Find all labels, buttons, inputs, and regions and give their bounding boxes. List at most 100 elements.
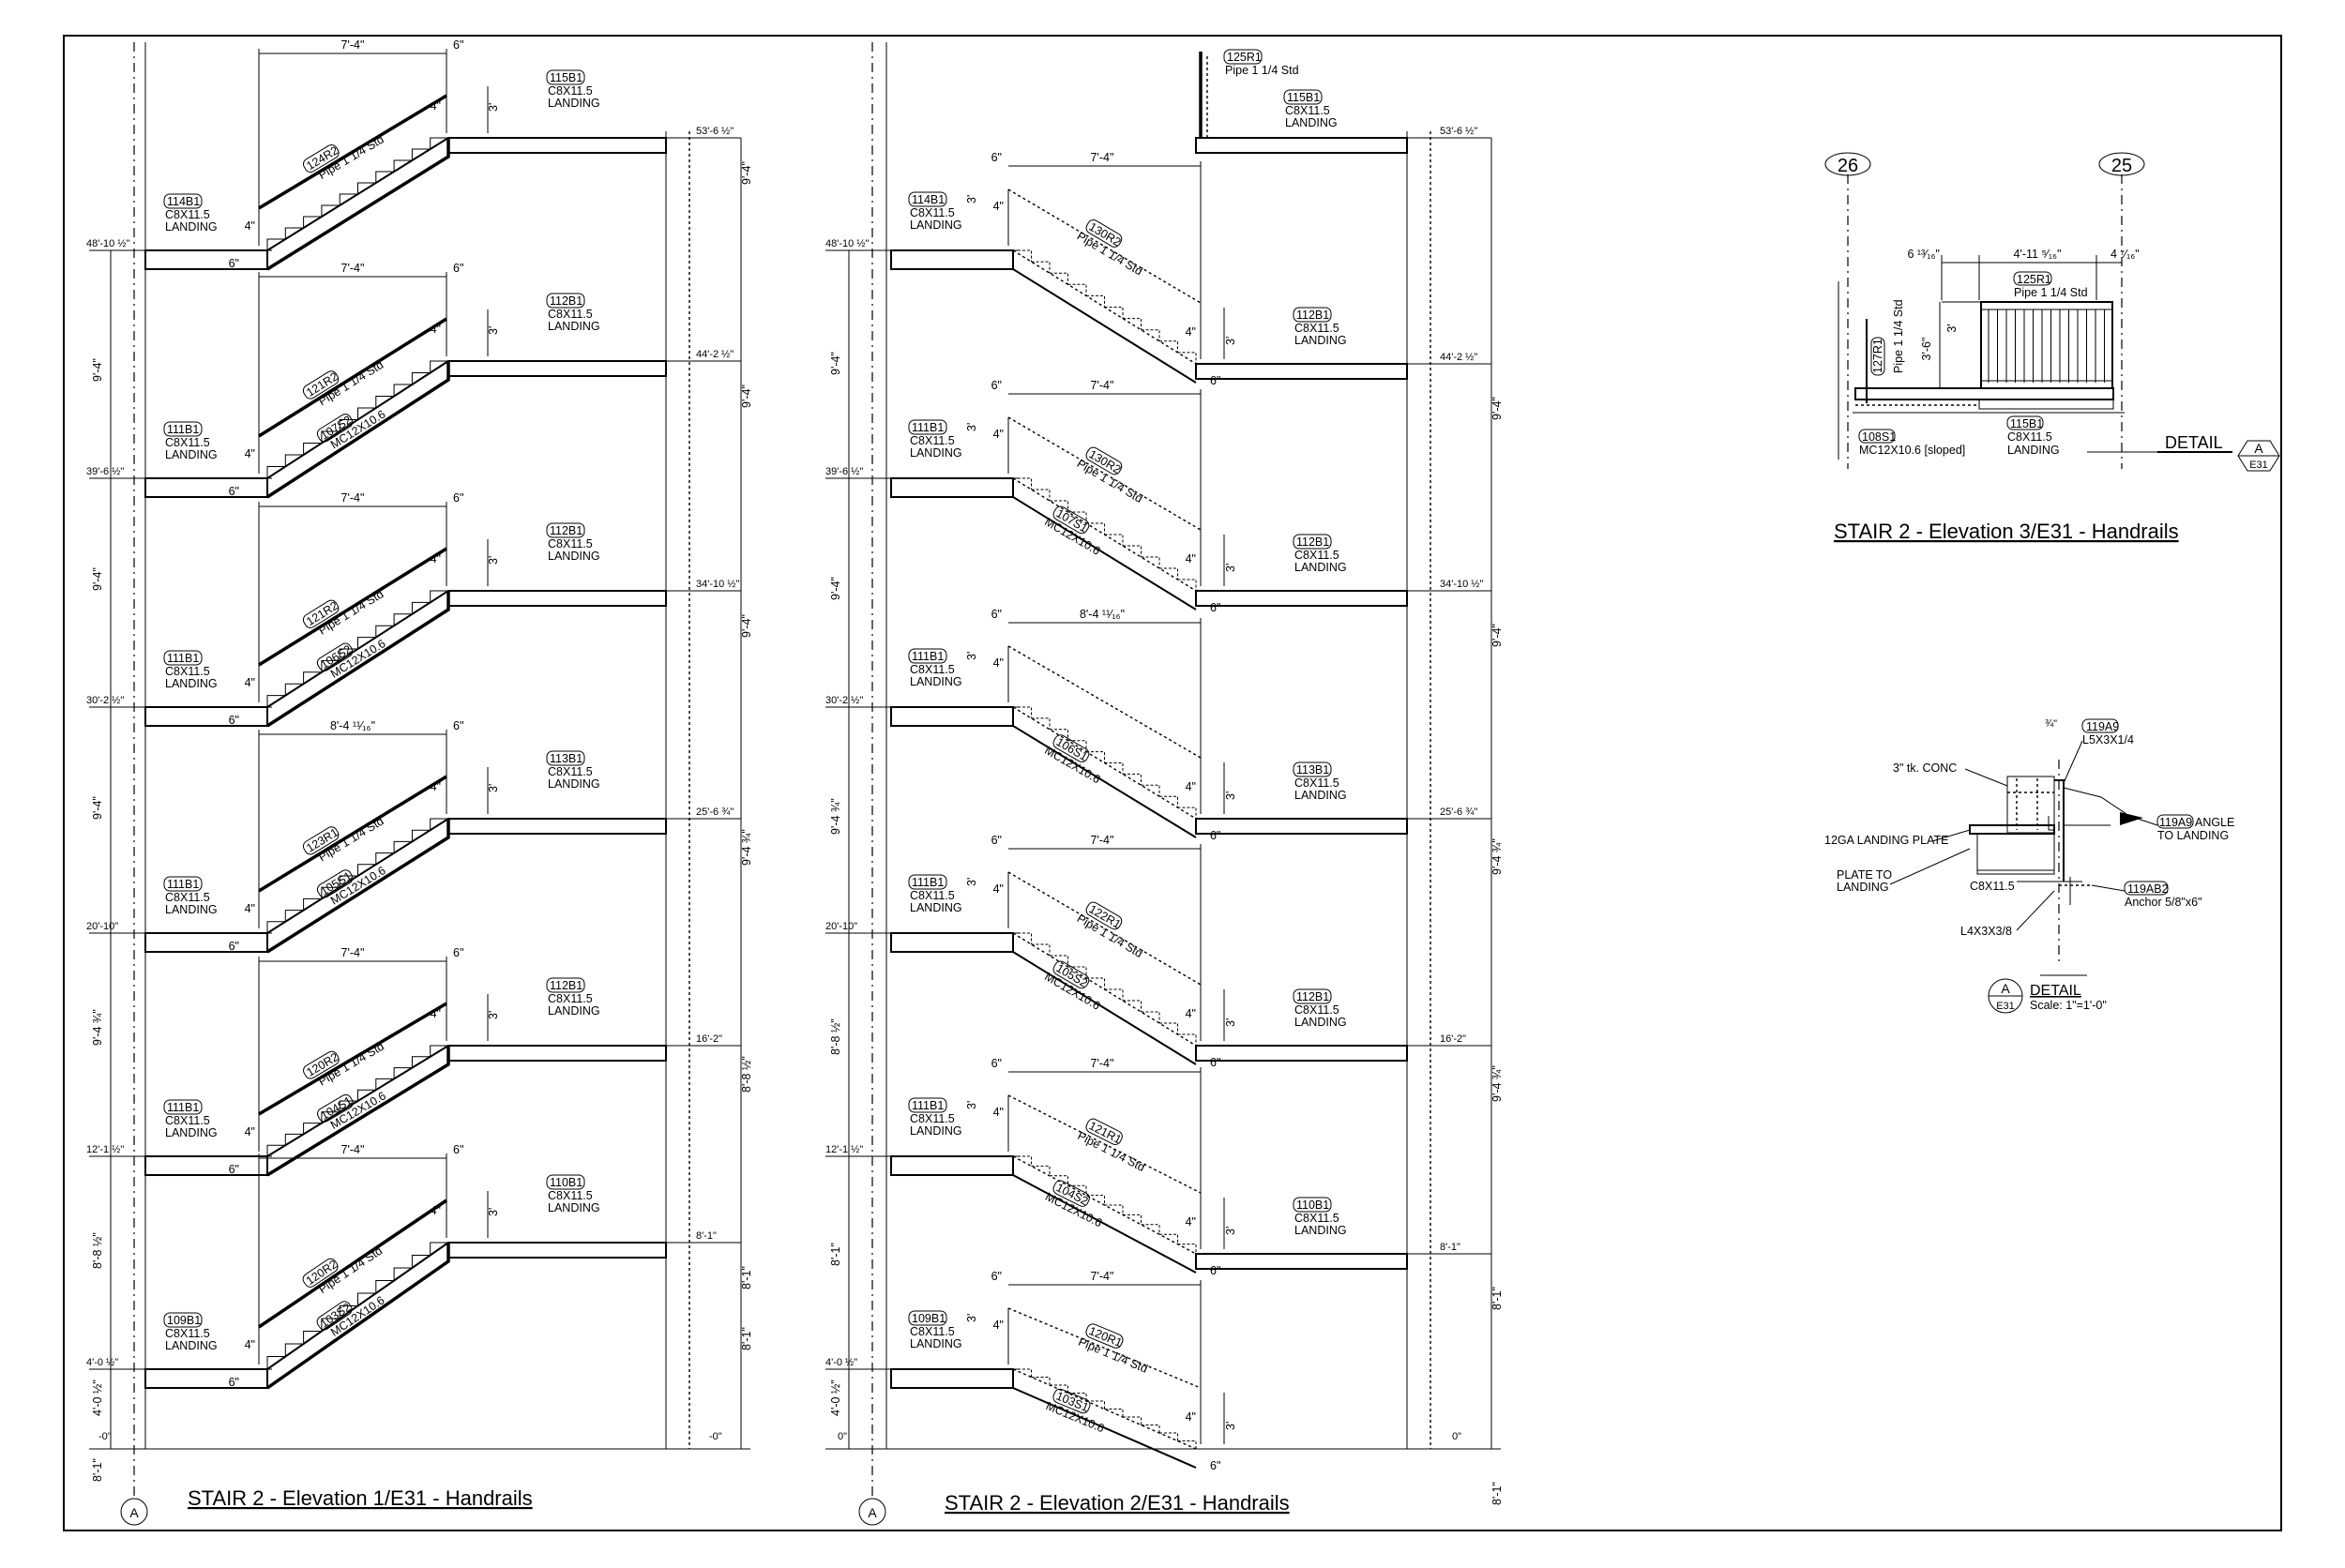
handrail bbox=[258, 547, 447, 667]
four-dim-right: 4" bbox=[1186, 780, 1196, 793]
four-dim-right: 4" bbox=[1186, 552, 1196, 565]
flight-2: 39'-6 ½"34'-10 ½"112B1C8X11.5LANDING7'-4… bbox=[825, 379, 1504, 647]
story-dim-left: 8'-8 ½" bbox=[91, 1232, 104, 1269]
handrail bbox=[258, 94, 447, 210]
stringer bbox=[1012, 478, 1197, 611]
four-dim: 4" bbox=[245, 1338, 255, 1351]
height-dim: 3' bbox=[1224, 337, 1237, 345]
grid-25: 25 bbox=[2111, 156, 2132, 176]
bottom-landing bbox=[144, 249, 268, 270]
landing-channel: C8X11.5 bbox=[1294, 1003, 1339, 1017]
stringer bbox=[1012, 1156, 1197, 1274]
right-landing bbox=[1195, 363, 1408, 380]
tag-outline bbox=[1085, 219, 1123, 248]
four-dim: 4" bbox=[245, 219, 255, 233]
tag-outline bbox=[1085, 1118, 1123, 1145]
landing-word: LANDING bbox=[1294, 789, 1347, 802]
detail-callout-sheet: E31 bbox=[2249, 460, 2268, 471]
right-elev: 34'-10 ½" bbox=[1440, 579, 1483, 590]
flight-3: 30'-2 ½"25'-6 ¾"113B1C8X11.5LANDING8'-4 … bbox=[825, 608, 1504, 875]
top-landing bbox=[447, 818, 667, 835]
six-dim: 6" bbox=[991, 379, 1002, 392]
top-elev: 34'-10 ½" bbox=[696, 579, 739, 590]
concrete-note: 3" tk. CONC bbox=[1893, 761, 1957, 775]
landing-channel: C8X11.5 bbox=[548, 84, 593, 98]
six-dim-bottom: 6" bbox=[229, 714, 239, 727]
six-dim-bottom: 6" bbox=[1210, 829, 1220, 842]
grid-label: A bbox=[868, 1505, 877, 1520]
tag-outline bbox=[908, 419, 947, 435]
height-dim-left: 3' bbox=[965, 1314, 978, 1322]
stair-steps bbox=[266, 818, 448, 933]
run-dim-text: 7'-4" bbox=[341, 38, 365, 52]
tag-outline bbox=[303, 1050, 340, 1079]
tag-outline bbox=[302, 599, 340, 628]
landing-channel: C8X11.5 bbox=[548, 537, 593, 550]
six-dim-bottom: 6" bbox=[1210, 1056, 1220, 1069]
tag-text: 109B1 bbox=[167, 1314, 201, 1327]
tag-outline bbox=[302, 826, 340, 855]
tag-text: 112B1 bbox=[1296, 990, 1329, 1003]
run-dim-text: 8'-4 ¹¹⁄₁₆" bbox=[1080, 608, 1125, 621]
left-landing bbox=[890, 477, 1014, 498]
top-landing bbox=[447, 360, 667, 377]
elevation-3: 26 25 6 ¹³⁄₁₆" 4'-11 ⁵⁄₁₆" 4 ⁷⁄₁₆" 125R1… bbox=[1824, 152, 2280, 543]
right-elev: 25'-6 ¾" bbox=[1440, 807, 1477, 818]
run-dim-text: 7'-4" bbox=[341, 491, 365, 505]
landing-channel: C8X11.5 bbox=[548, 992, 593, 1005]
landing-channel: C8X11.5 bbox=[165, 436, 210, 449]
tag-text: 113B1 bbox=[550, 752, 582, 765]
detail-a: 3" tk. CONC 119A9 L5X3X1/4 ¾" 12GA LANDI… bbox=[1824, 718, 2234, 1014]
dim-mid: 4'-11 ⁵⁄₁₆" bbox=[2014, 248, 2062, 261]
right-landing bbox=[1195, 1253, 1408, 1270]
six-dim: 6" bbox=[991, 1057, 1002, 1070]
landing-word: LANDING bbox=[2007, 444, 2060, 457]
four-dim: 4" bbox=[993, 882, 1004, 896]
height-dim: 3' bbox=[1224, 1227, 1237, 1235]
left-landing bbox=[890, 249, 1014, 270]
run-dim-text: 7'-4" bbox=[1091, 834, 1114, 847]
plate-note: 12GA LANDING PLATE bbox=[1824, 834, 1948, 847]
landing-word: LANDING bbox=[910, 1337, 962, 1350]
story-dim-right: 9'-4" bbox=[740, 384, 753, 408]
plate-to-note: PLATE TO bbox=[1837, 868, 1892, 882]
stringer bbox=[1012, 250, 1197, 384]
height-dim: 3' bbox=[1224, 1422, 1237, 1430]
story-dim-left: 9'-4" bbox=[829, 577, 842, 600]
four-dim: 4" bbox=[993, 200, 1004, 213]
tag-text: 111B1 bbox=[912, 876, 944, 889]
tag-text: 109B1 bbox=[912, 1312, 946, 1325]
stair-steps bbox=[266, 1045, 448, 1156]
story-dim-right: 8'-1" bbox=[740, 1266, 753, 1289]
story-dim-left: 9'-4" bbox=[91, 796, 104, 820]
sheet-border bbox=[63, 35, 2282, 1531]
right-landing bbox=[1195, 818, 1408, 835]
four-dim-top: 4" bbox=[431, 323, 441, 336]
flight-1: 48'-10 ½"44'-2 ½"112B1C8X11.5LANDING7'-4… bbox=[825, 151, 1504, 420]
bottom-elev: 0" bbox=[838, 1431, 847, 1442]
six-dim-bottom: 6" bbox=[1210, 374, 1220, 387]
story-dim-left: 8'-1" bbox=[91, 1458, 104, 1482]
landing-channel: C8X11.5 bbox=[910, 1325, 955, 1338]
four-dim: 4" bbox=[993, 428, 1004, 441]
tag-outline bbox=[908, 191, 947, 207]
six-dim: 6" bbox=[991, 151, 1002, 164]
landing-word: LANDING bbox=[548, 1201, 600, 1214]
six-dim-bottom: 6" bbox=[1210, 1264, 1220, 1277]
height-dim: 3'-6" bbox=[1920, 338, 1933, 361]
rail-tag: 125R1 bbox=[2017, 273, 2051, 286]
story-dim-right: 9'-4 ¾" bbox=[1490, 1065, 1504, 1102]
angle-note: ANGLE bbox=[2195, 816, 2234, 829]
story-dim-left: 9'-4" bbox=[91, 358, 104, 382]
landing-word: LANDING bbox=[1294, 1224, 1347, 1237]
story-dim-left: 9'-4 ¾" bbox=[829, 798, 842, 835]
handrail bbox=[1007, 1307, 1202, 1389]
landing-word: LANDING bbox=[165, 220, 218, 234]
left-elev: 20'-10" bbox=[825, 921, 857, 932]
